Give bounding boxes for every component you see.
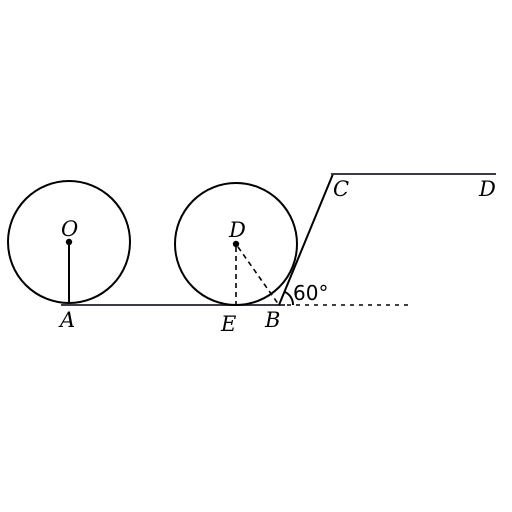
incline-BC — [278, 173, 334, 306]
label-D-end: D — [478, 177, 496, 201]
label-C: C — [333, 177, 349, 201]
label-O: O — [61, 217, 78, 241]
label-E: E — [220, 312, 236, 336]
label-A: A — [58, 308, 75, 332]
label-B: B — [264, 308, 280, 332]
center-point-D — [232, 240, 240, 248]
label-D-center: D — [228, 218, 246, 242]
dashed-DB — [237, 246, 280, 306]
angle-label: 60° — [293, 281, 328, 305]
center-point-O — [65, 238, 73, 246]
angle-arc — [284, 291, 295, 306]
